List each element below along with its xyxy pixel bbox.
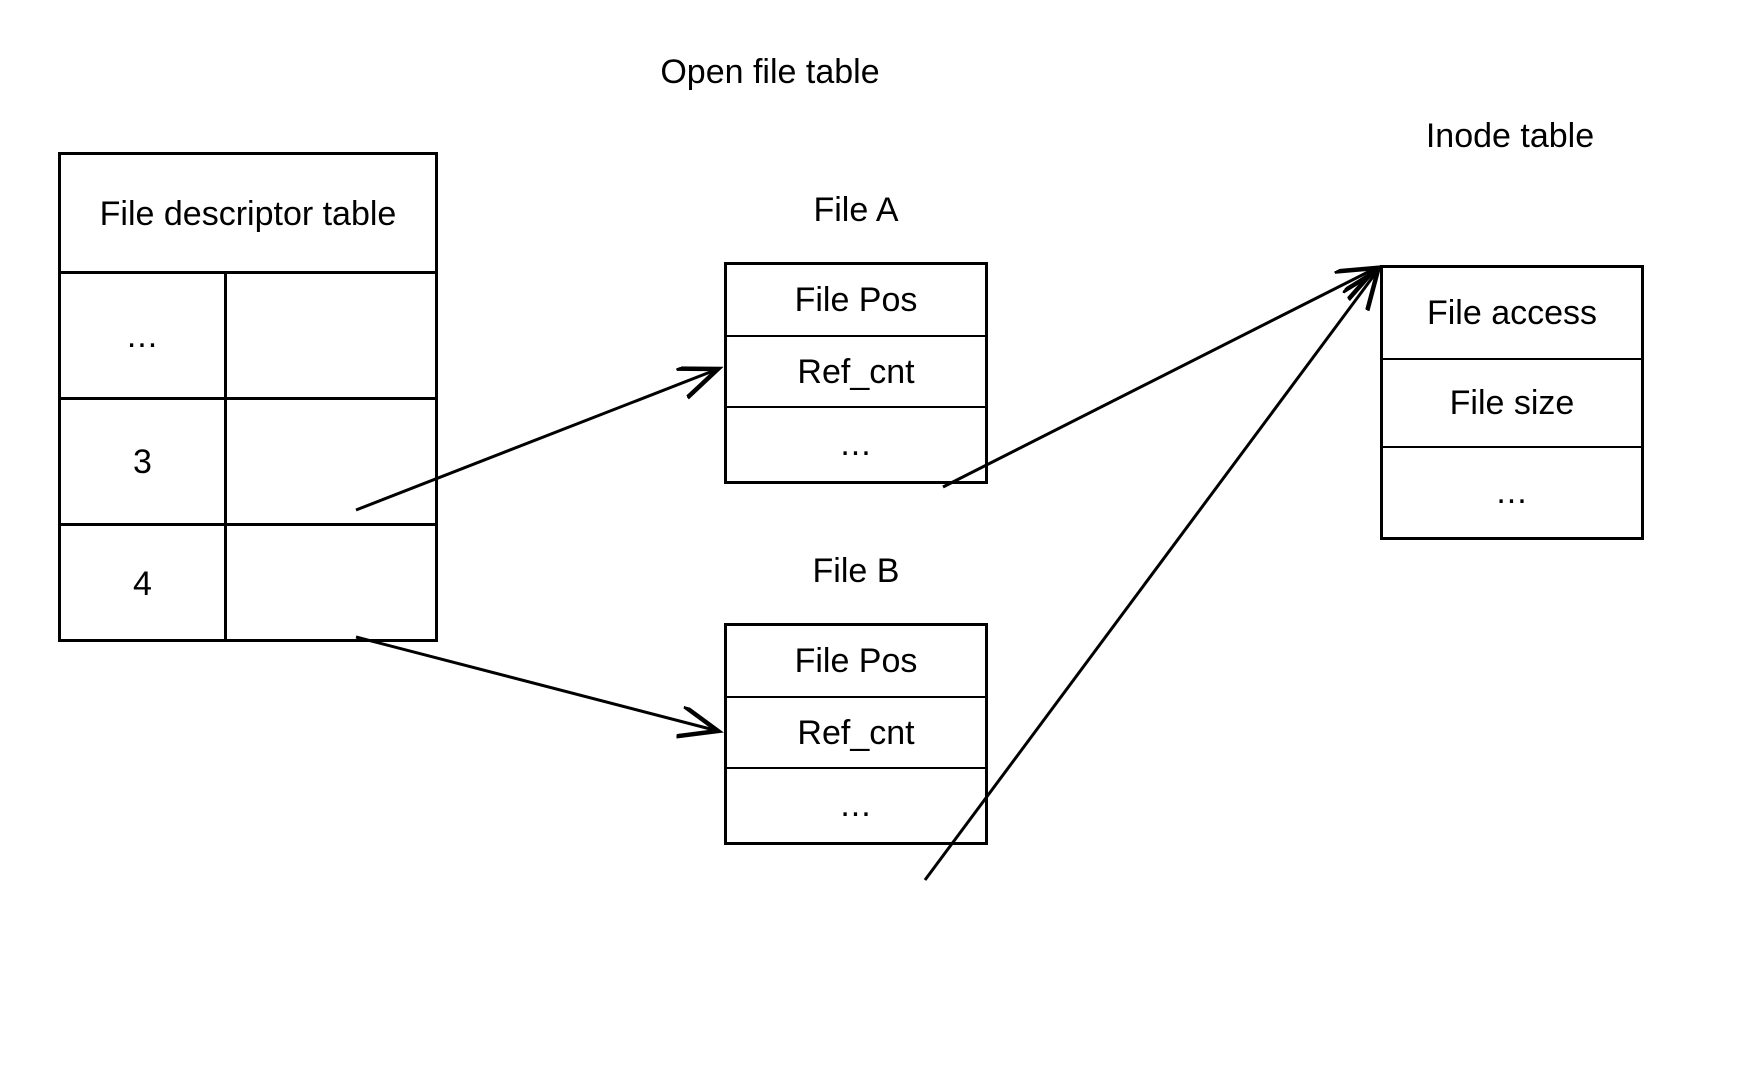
inode-dots-text: ... (1496, 473, 1528, 512)
arrow-file-b-to-inode (923, 270, 1378, 881)
file-b-divider-1 (724, 696, 988, 698)
fd-table-header: File descriptor table (61, 155, 435, 273)
file-b-file-pos-text: File Pos (794, 642, 918, 681)
file-a-row-file-pos: File Pos (727, 265, 985, 336)
fd-table-column-divider (224, 271, 227, 642)
inode-row-file-size: File size (1383, 360, 1641, 447)
file-b-row-dots: ... (727, 769, 985, 842)
fd-row-4-text: 4 (133, 564, 152, 603)
file-b-title: File B (812, 552, 900, 590)
arrow-fd4-to-file-b (355, 635, 718, 731)
fd-table-header-text: File descriptor table (99, 194, 397, 233)
fd-row-3-value: 3 (61, 400, 224, 524)
file-a-divider-2 (724, 406, 988, 408)
fd-row-dots-text: ... (126, 316, 159, 355)
open-file-table-title: Open file table (660, 53, 880, 91)
file-b-dots-text: ... (840, 786, 872, 825)
fd-row-3-text: 3 (133, 442, 152, 481)
inode-divider-2 (1380, 446, 1644, 448)
fd-row-divider-2 (58, 523, 438, 526)
file-b-ref-cnt-text: Ref_cnt (797, 713, 915, 752)
inode-row-dots: ... (1383, 448, 1641, 537)
file-a-row-dots: ... (727, 408, 985, 481)
fd-row-dots-value: ... (61, 274, 224, 398)
fd-table-header-divider (58, 271, 438, 274)
file-a-dots-text: ... (840, 425, 872, 464)
inode-file-size-text: File size (1449, 384, 1575, 423)
arrow-file-a-to-inode (942, 268, 1376, 489)
inode-table-title: Inode table (1425, 117, 1595, 155)
file-a-divider-1 (724, 335, 988, 337)
fd-row-4-pointer (227, 526, 435, 642)
file-b-row-file-pos: File Pos (727, 626, 985, 697)
inode-row-file-access: File access (1383, 268, 1641, 359)
fd-row-4-value: 4 (61, 526, 224, 642)
file-b-row-ref-cnt: Ref_cnt (727, 698, 985, 768)
file-a-row-ref-cnt: Ref_cnt (727, 337, 985, 407)
inode-file-access-text: File access (1426, 294, 1598, 333)
inode-table (1380, 265, 1644, 540)
fd-row-dots-pointer (227, 274, 435, 398)
inode-divider-1 (1380, 358, 1644, 360)
file-a-ref-cnt-text: Ref_cnt (797, 352, 915, 391)
fd-row-3-pointer (227, 400, 435, 524)
fd-row-divider-1 (58, 397, 438, 400)
file-b-divider-2 (724, 767, 988, 769)
file-a-title: File A (813, 191, 899, 229)
file-a-file-pos-text: File Pos (794, 281, 918, 320)
